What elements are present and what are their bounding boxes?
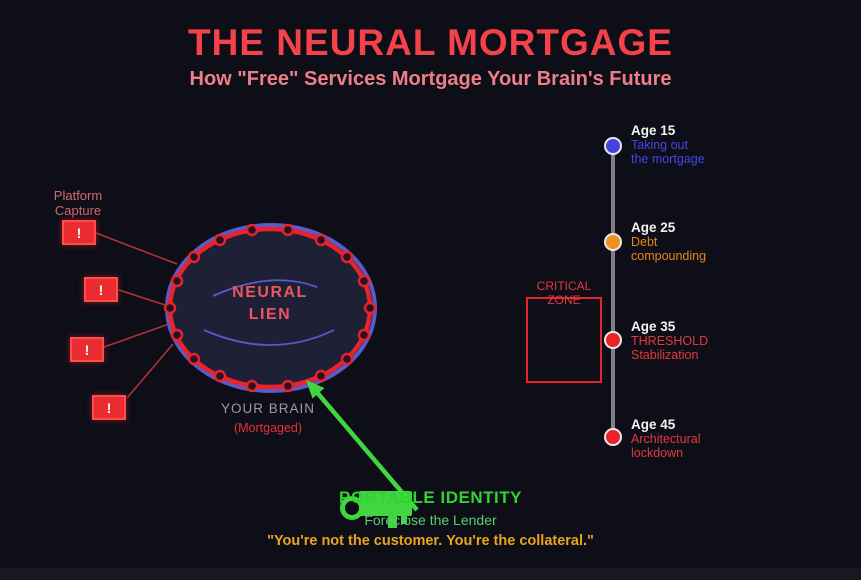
- warning-box-1: !: [62, 220, 96, 245]
- timeline-event-age25: Age 25 Debt compounding: [631, 220, 811, 263]
- brain-label: NEURAL LIEN: [195, 282, 345, 326]
- bottom-bar: [0, 568, 861, 580]
- lien-nodes: [163, 223, 377, 393]
- warning-box-2: !: [84, 277, 118, 302]
- timeline-desc-line1: Architectural: [631, 432, 701, 446]
- timeline-desc-line2: lockdown: [631, 446, 684, 460]
- closing-quote: "You're not the customer. You're the col…: [267, 533, 594, 549]
- warning-exclamation: !: [106, 399, 112, 416]
- timeline-age: Age 45: [631, 417, 676, 432]
- key-icon: [340, 491, 412, 528]
- timeline-event-age45: Age 45 Architectural lockdown: [631, 417, 811, 460]
- brain-caption-sub: (Mortgaged): [233, 421, 303, 435]
- timeline-desc-line1: THRESHOLD: [631, 334, 709, 348]
- timeline-age: Age 35: [631, 319, 676, 334]
- timeline-event-age15: Age 15 Taking out the mortgage: [631, 123, 811, 166]
- critical-zone-label: CRITICAL ZONE: [514, 279, 614, 307]
- critical-zone-box: [526, 297, 602, 383]
- page-subtitle: How "Free" Services Mortgage Your Brain'…: [189, 68, 672, 90]
- timeline-event-age35: Age 35 THRESHOLD Stabilization: [631, 319, 811, 362]
- warning-exclamation: !: [98, 281, 104, 298]
- page-title: THE NEURAL MORTGAGE: [188, 22, 673, 63]
- timeline-desc-line2: the mortgage: [631, 152, 705, 166]
- timeline-desc-line2: compounding: [631, 249, 707, 263]
- platform-capture-label: Platform Capture: [53, 188, 103, 218]
- timeline-age: Age 25: [631, 220, 676, 235]
- warning-box-3: !: [70, 337, 104, 362]
- solution-title: PORTABLE IDENTITY: [339, 488, 522, 507]
- timeline-dot-age15: [604, 137, 622, 155]
- timeline-axis: [611, 146, 615, 438]
- critical-zone-line1: CRITICAL: [536, 279, 592, 293]
- timeline-dot-age45: [604, 428, 622, 446]
- brain-label-line1: NEURAL: [232, 284, 308, 301]
- brain-caption: YOUR BRAIN: [220, 401, 315, 416]
- timeline-desc-line1: Debt: [631, 235, 658, 249]
- brain-label-line2: LIEN: [248, 306, 292, 323]
- warning-box-4: !: [92, 395, 126, 420]
- timeline-desc-line2: Stabilization: [631, 348, 699, 362]
- brain-fold-arcs: [203, 279, 335, 346]
- timeline-dot-age25: [604, 233, 622, 251]
- timeline-dot-age35: [604, 331, 622, 349]
- solution-subtitle: Foreclose the Lender: [364, 512, 497, 528]
- timeline-age: Age 15: [631, 123, 676, 138]
- warning-connector-lines: [95, 232, 178, 399]
- timeline-desc-line1: Taking out: [631, 138, 688, 152]
- warning-exclamation: !: [84, 341, 90, 358]
- warning-exclamation: !: [76, 224, 82, 241]
- foreclose-arrow: [306, 380, 419, 512]
- critical-zone-line2: ZONE: [547, 293, 581, 307]
